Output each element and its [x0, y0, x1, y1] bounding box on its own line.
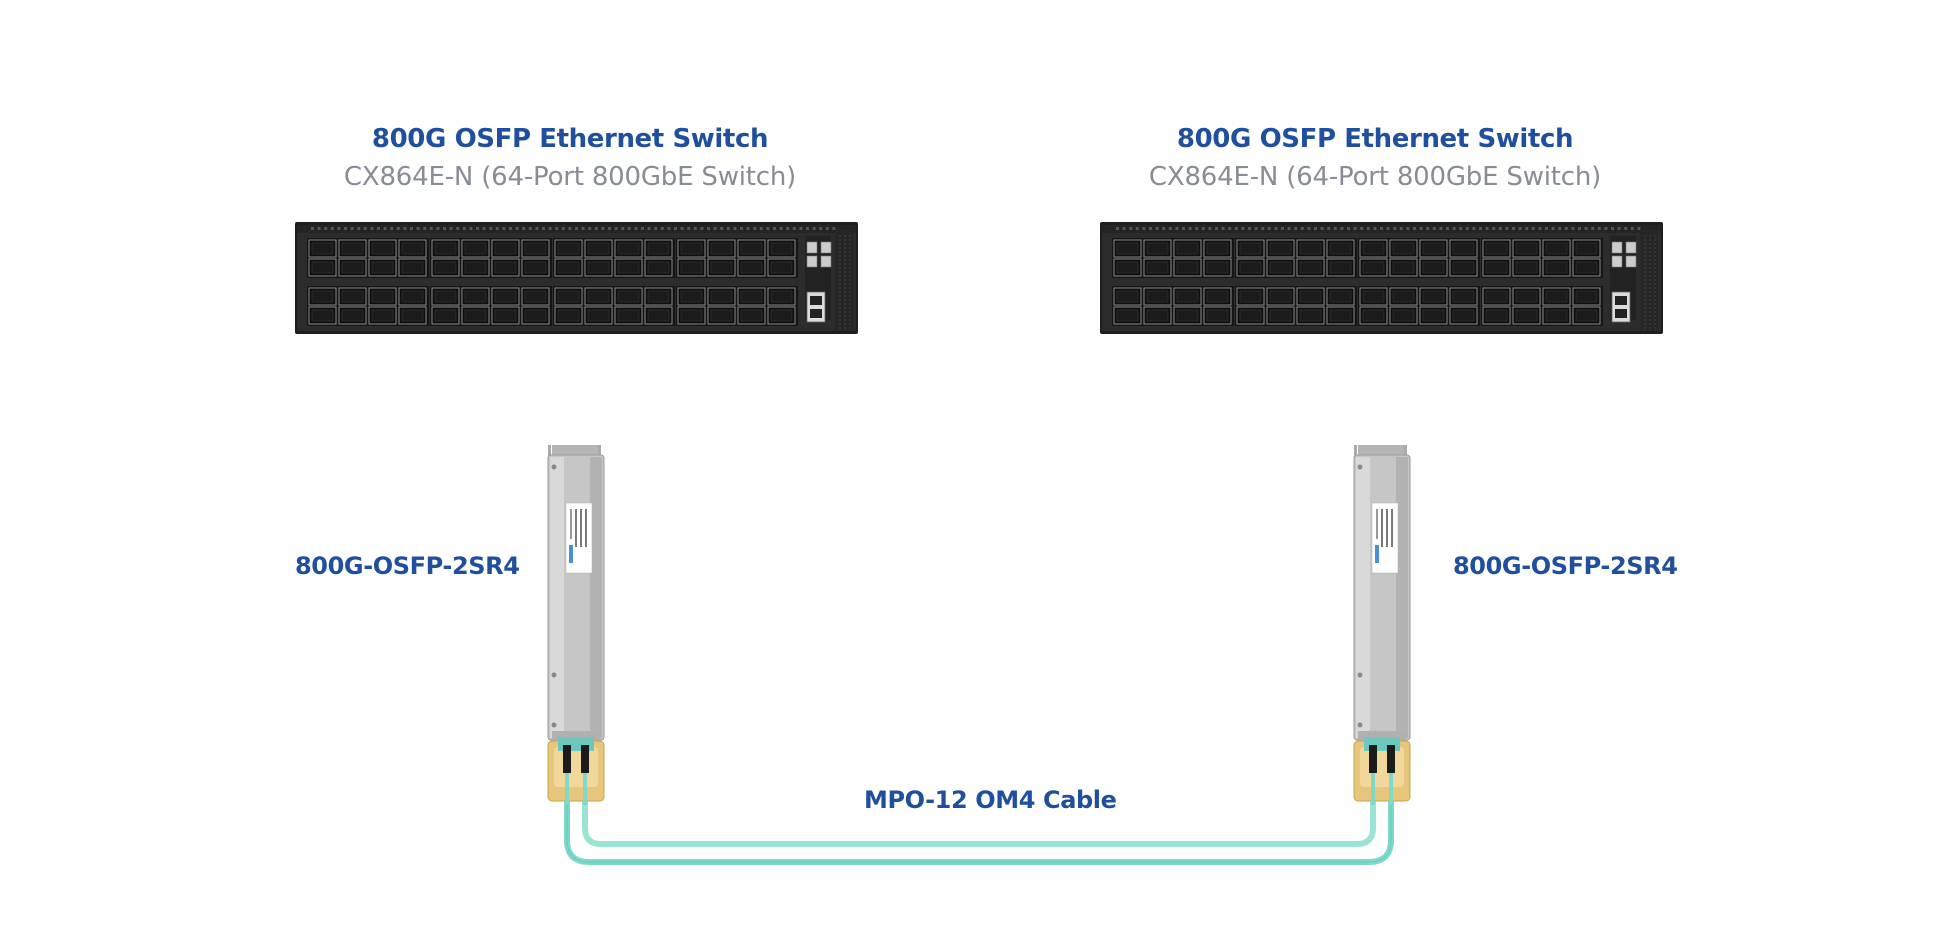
right-osfp-transceiver — [1353, 445, 1411, 805]
left-ethernet-switch — [295, 222, 858, 334]
left-switch-model: CX864E-N (64-Port 800GbE Switch) — [343, 162, 797, 192]
right-module-label: 800G-OSFP-2SR4 — [1453, 552, 1678, 580]
left-osfp-transceiver — [547, 445, 605, 805]
cable-label: MPO-12 OM4 Cable — [864, 786, 1117, 814]
right-ethernet-switch — [1100, 222, 1663, 334]
left-module-label: 800G-OSFP-2SR4 — [295, 552, 520, 580]
left-switch-title: 800G OSFP Ethernet Switch — [371, 124, 769, 154]
right-switch-title: 800G OSFP Ethernet Switch — [1176, 124, 1574, 154]
right-switch-model: CX864E-N (64-Port 800GbE Switch) — [1148, 162, 1602, 192]
